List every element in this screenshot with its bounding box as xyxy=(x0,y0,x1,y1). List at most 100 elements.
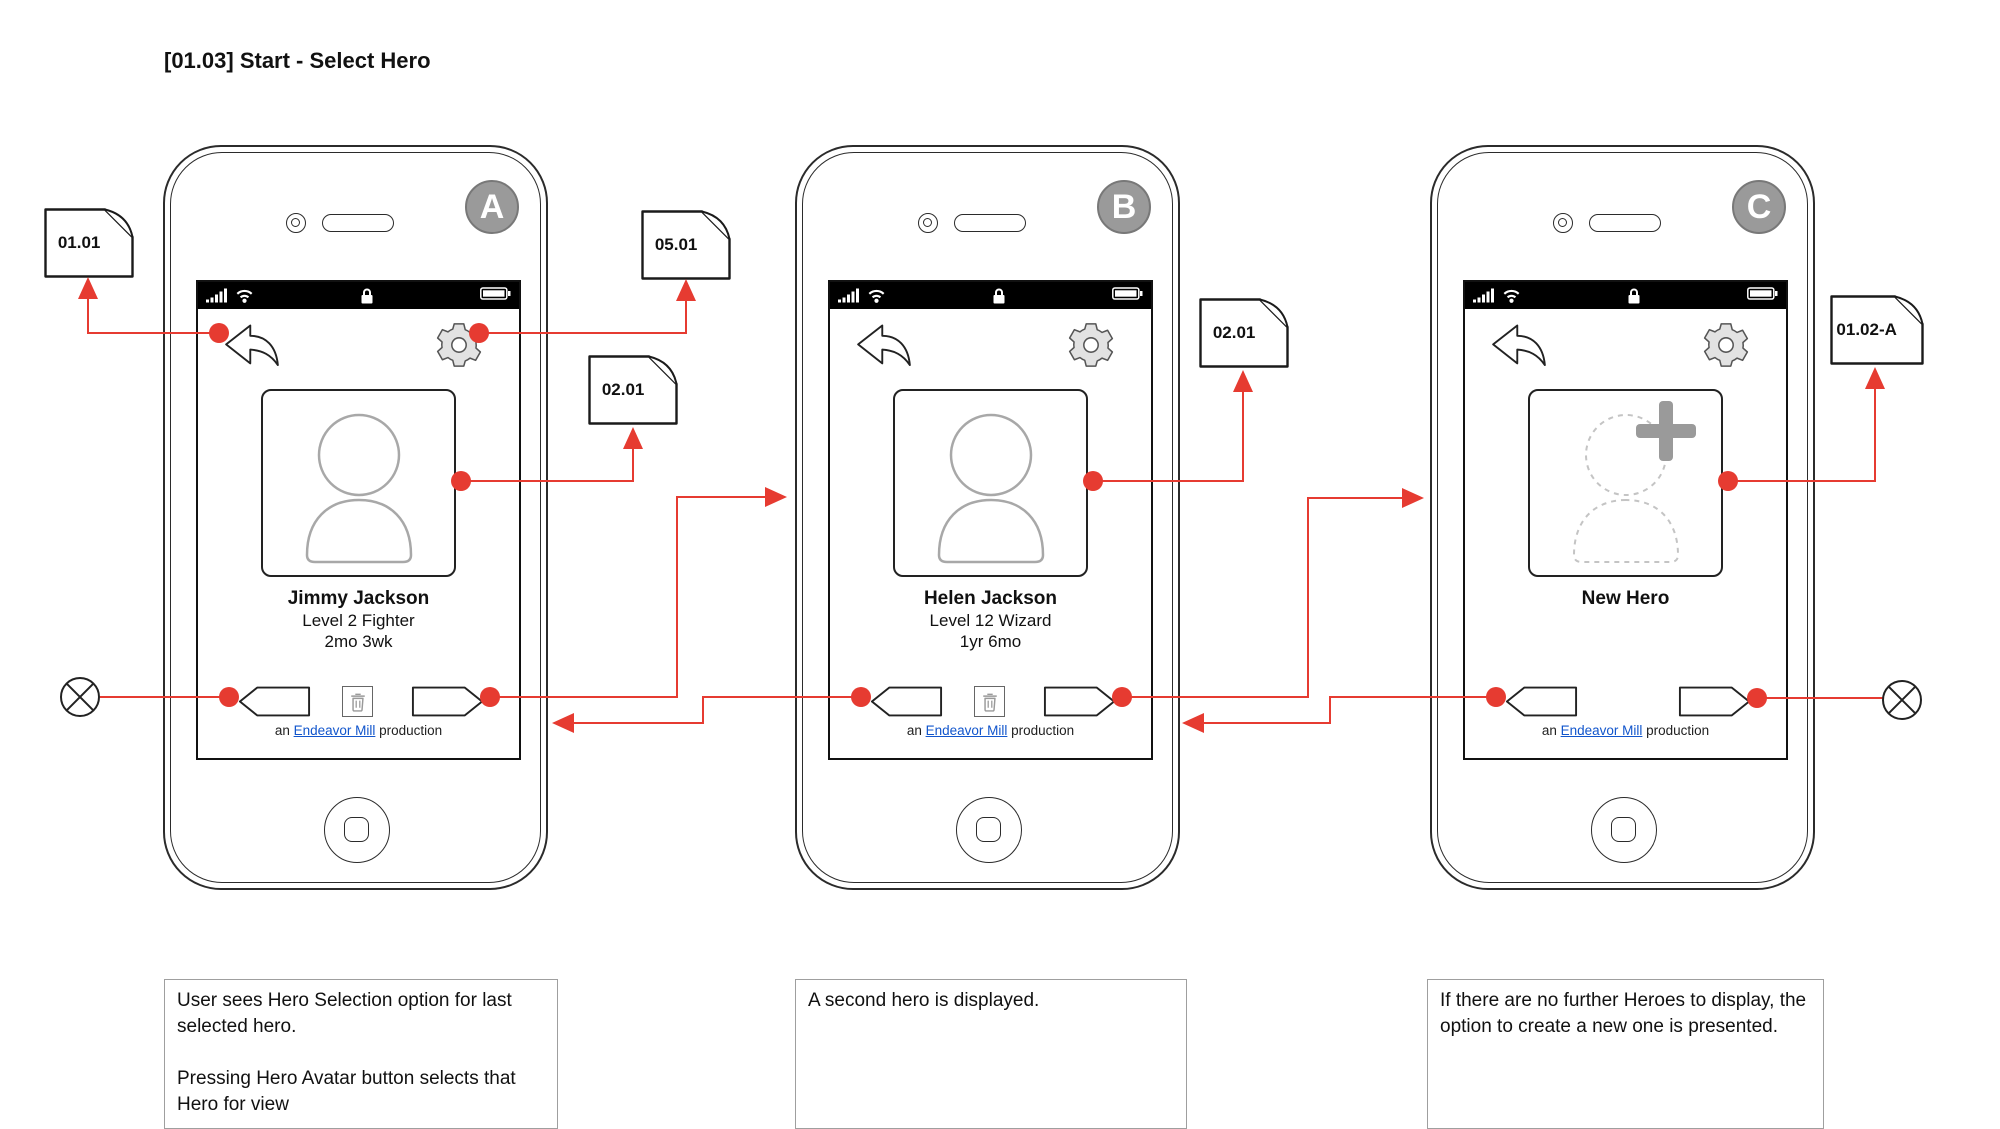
production-credit: an Endeavor Mill production xyxy=(830,723,1151,738)
arrowhead-up-icon xyxy=(1865,367,1885,389)
arrowhead-left-icon xyxy=(1182,713,1204,733)
phone-screen: New Hero an Endeavor Mill production xyxy=(1463,280,1788,760)
gear-icon[interactable] xyxy=(436,322,482,368)
document-icon xyxy=(44,208,134,278)
wifi-icon xyxy=(236,289,253,303)
status-bar xyxy=(1465,282,1786,309)
production-prefix: an xyxy=(1541,723,1561,738)
lock-icon xyxy=(361,288,373,303)
document-icon xyxy=(1830,295,1924,365)
hero-class: Level 12 Wizard xyxy=(929,611,1052,630)
battery-icon xyxy=(1747,286,1778,300)
arrowhead-up-icon xyxy=(1233,370,1253,392)
status-bar xyxy=(198,282,519,309)
hero-avatar-button[interactable] xyxy=(893,389,1088,577)
wifi-icon xyxy=(1503,289,1520,303)
endeavor-mill-link[interactable]: Endeavor Mill xyxy=(1560,723,1643,738)
hero-class: Level 2 Fighter xyxy=(302,611,415,630)
camera-icon xyxy=(286,213,306,233)
next-hero-button[interactable] xyxy=(411,686,484,717)
phone-mockup-b: B Helen Jackson Level 12 Wizard 1y xyxy=(795,145,1180,890)
hero-name: Helen Jackson xyxy=(923,588,1058,609)
phone-bezel xyxy=(1437,152,1808,883)
home-button[interactable] xyxy=(956,797,1022,863)
phone-mockup-a: A Jimmy Jackson Level 2 Fighter 2m xyxy=(163,145,548,890)
home-button[interactable] xyxy=(324,797,390,863)
doc-label: 01.01 xyxy=(57,233,101,252)
note-phone-a: User sees Hero Selection option for last… xyxy=(164,979,558,1129)
circled-x-left-icon xyxy=(60,677,100,717)
hero-info: Helen Jackson Level 12 Wizard 1yr 6mo xyxy=(830,588,1151,652)
doc-ref-01-02-A: 01.02-A xyxy=(1830,295,1924,365)
circled-x-right-icon xyxy=(1882,680,1922,720)
speaker-grille xyxy=(954,214,1026,232)
arrowhead-right-icon xyxy=(1402,488,1424,508)
person-silhouette-icon xyxy=(305,413,413,564)
prev-hero-button[interactable] xyxy=(870,686,943,717)
page-title: [01.03] Start - Select Hero xyxy=(164,48,431,73)
speaker-grille xyxy=(322,214,394,232)
document-icon xyxy=(641,210,731,280)
lock-icon xyxy=(993,288,1005,303)
production-suffix: production xyxy=(375,723,443,738)
back-arrow-icon[interactable] xyxy=(1487,322,1551,372)
battery-icon xyxy=(1112,286,1143,300)
doc-label: 01.02-A xyxy=(1836,320,1897,339)
arrowhead-left-icon xyxy=(552,713,574,733)
prev-hero-button[interactable] xyxy=(238,686,311,717)
battery-icon xyxy=(480,286,511,300)
arrowhead-up-icon xyxy=(623,427,643,449)
arrowhead-up-icon xyxy=(78,277,98,299)
next-hero-button[interactable] xyxy=(1678,686,1751,717)
gear-icon[interactable] xyxy=(1068,322,1114,368)
home-button[interactable] xyxy=(1591,797,1657,863)
gear-icon[interactable] xyxy=(1703,322,1749,368)
production-suffix: production xyxy=(1007,723,1075,738)
production-suffix: production xyxy=(1642,723,1710,738)
phone-screen: Helen Jackson Level 12 Wizard 1yr 6mo an… xyxy=(828,280,1153,760)
doc-ref-02-01-b: 02.01 xyxy=(1199,298,1289,368)
plus-icon xyxy=(1636,401,1696,461)
endeavor-mill-link[interactable]: Endeavor Mill xyxy=(925,723,1008,738)
trash-icon xyxy=(350,693,365,712)
signal-bars-icon xyxy=(838,288,859,303)
back-arrow-icon[interactable] xyxy=(852,322,916,372)
prev-hero-button[interactable] xyxy=(1505,686,1578,717)
hero-name: Jimmy Jackson xyxy=(287,588,430,609)
signal-bars-icon xyxy=(206,288,227,303)
arrowhead-up-icon xyxy=(676,279,696,301)
production-credit: an Endeavor Mill production xyxy=(198,723,519,738)
hero-age: 1yr 6mo xyxy=(959,632,1022,651)
camera-icon xyxy=(918,213,938,233)
production-prefix: an xyxy=(906,723,926,738)
frame-badge: B xyxy=(1097,180,1151,234)
hero-name: New Hero xyxy=(1581,588,1670,609)
back-arrow-icon[interactable] xyxy=(220,322,284,372)
hero-avatar-button[interactable] xyxy=(261,389,456,577)
doc-label: 02.01 xyxy=(601,380,645,399)
doc-ref-05-01: 05.01 xyxy=(641,210,731,280)
phone-mockup-c: C New Hero xyxy=(1430,145,1815,890)
status-bar xyxy=(830,282,1151,309)
speaker-grille xyxy=(1589,214,1661,232)
trash-icon xyxy=(982,693,997,712)
delete-hero-button[interactable] xyxy=(342,686,373,717)
camera-icon xyxy=(1553,213,1573,233)
delete-hero-button[interactable] xyxy=(974,686,1005,717)
endeavor-mill-link[interactable]: Endeavor Mill xyxy=(293,723,376,738)
next-hero-button[interactable] xyxy=(1043,686,1116,717)
production-prefix: an xyxy=(274,723,294,738)
note-phone-c: If there are no further Heroes to displa… xyxy=(1427,979,1824,1129)
doc-label: 05.01 xyxy=(654,235,698,254)
new-hero-button[interactable] xyxy=(1528,389,1723,577)
production-credit: an Endeavor Mill production xyxy=(1465,723,1786,738)
document-icon xyxy=(588,355,678,425)
hero-age: 2mo 3wk xyxy=(324,632,393,651)
hero-info: Jimmy Jackson Level 2 Fighter 2mo 3wk xyxy=(198,588,519,652)
hero-info: New Hero xyxy=(1465,588,1786,610)
note-phone-b: A second hero is displayed. xyxy=(795,979,1187,1129)
phone-screen: Jimmy Jackson Level 2 Fighter 2mo 3wk an… xyxy=(196,280,521,760)
frame-badge: A xyxy=(465,180,519,234)
arrowhead-right-icon xyxy=(765,487,787,507)
doc-ref-01-01: 01.01 xyxy=(44,208,134,278)
